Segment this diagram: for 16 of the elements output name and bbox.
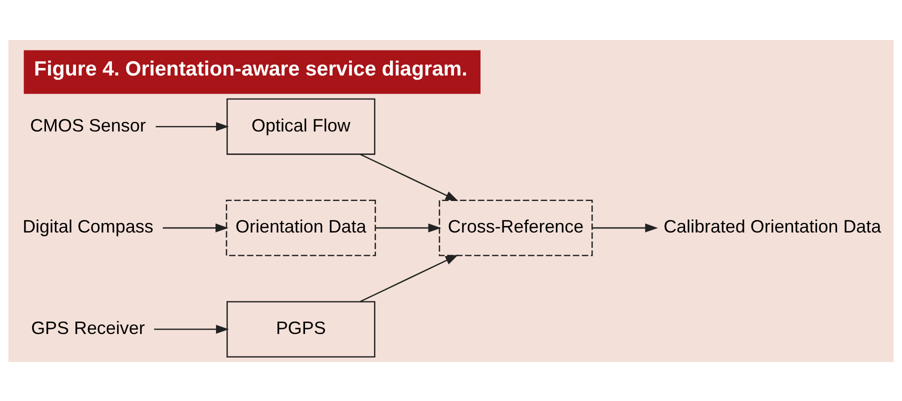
arrow — [156, 122, 229, 131]
node-box: Cross-Reference — [438, 199, 593, 256]
arrow — [376, 222, 442, 232]
node-text: GPS Receiver — [31, 318, 145, 338]
node-box: PGPS — [226, 300, 376, 358]
diagram-title: Figure 4. Orientation-aware service diagram. — [34, 57, 468, 80]
arrow — [592, 222, 658, 232]
node-text: Digital Compass — [22, 216, 154, 236]
node-text: Calibrated Orientation Data — [664, 216, 882, 236]
arrow — [162, 222, 228, 232]
arrow — [360, 153, 458, 201]
node-box: Optical Flow — [226, 98, 376, 154]
arrow — [360, 254, 458, 302]
node-text: CMOS Sensor — [30, 114, 146, 135]
node-box: Orientation Data — [226, 199, 376, 256]
arrow — [154, 324, 229, 334]
